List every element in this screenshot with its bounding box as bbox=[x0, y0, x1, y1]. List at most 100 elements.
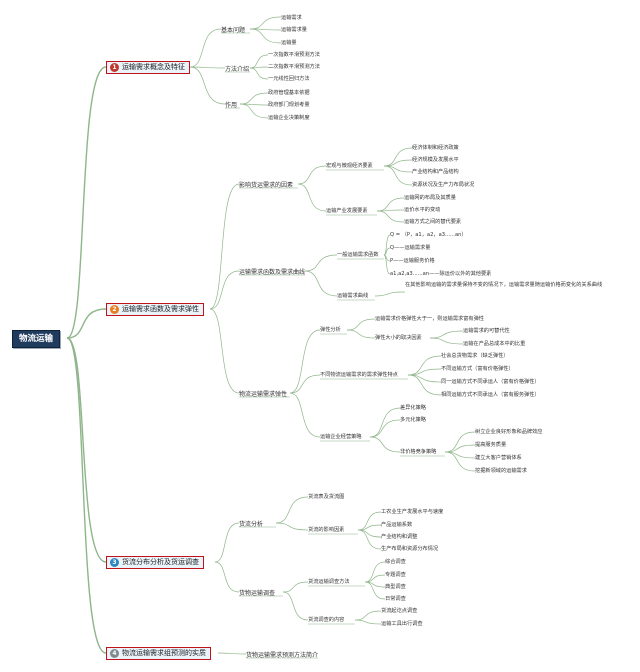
connector-line bbox=[297, 165, 327, 185]
topic-item[interactable]: 经济体制和经济政策 bbox=[412, 145, 459, 151]
topic-item[interactable]: 运价水平的变动 bbox=[404, 207, 441, 213]
topic-elasticity-factors[interactable]: 弹性大小的取决因素 bbox=[375, 335, 422, 341]
topic-item[interactable]: 日常调查 bbox=[385, 596, 406, 602]
topic-item[interactable]: 工农业生产发展水平与速度 bbox=[381, 509, 444, 515]
branch-3-label: 货流分布分析及货运调查 bbox=[122, 558, 199, 566]
topic-item[interactable]: Q = （P，a1，a2，a3......an） bbox=[390, 232, 467, 238]
topic-item[interactable]: 运输工具出行调查 bbox=[381, 621, 423, 627]
topic-item[interactable]: 提高服务质量 bbox=[475, 442, 507, 448]
connector-line bbox=[357, 511, 382, 531]
connector-line bbox=[376, 197, 405, 212]
connector-line bbox=[407, 374, 442, 383]
topic-macro-factors[interactable]: 宏观与微观经济要素 bbox=[326, 163, 373, 169]
connector-line bbox=[282, 591, 309, 621]
badge-number-icon: 2 bbox=[110, 305, 119, 314]
topic-item[interactable]: 专题调查 bbox=[385, 572, 406, 578]
topic-item[interactable]: 运输需求价格弹性大于一，则运输需求富有弹性 bbox=[375, 316, 484, 322]
badge-number-icon: 1 bbox=[110, 63, 119, 72]
topic-item[interactable]: 货流起讫点调查 bbox=[381, 608, 418, 614]
topic-flow-influence[interactable]: 货流的影响因素 bbox=[308, 527, 345, 533]
connector-line bbox=[289, 392, 321, 438]
topic-general-function[interactable]: 一般运输需求函数 bbox=[337, 252, 379, 258]
connector-line bbox=[214, 561, 240, 593]
topic-item[interactable]: 运输网的布局及其质量 bbox=[404, 195, 456, 201]
connector-line bbox=[374, 291, 406, 297]
topic-basic-problems[interactable]: 基本问题 bbox=[221, 27, 246, 34]
topic-item[interactable]: 二次指数平滑预测方法 bbox=[268, 64, 320, 70]
topic-item[interactable]: 不同运输方式（富有价格弹性） bbox=[441, 366, 514, 372]
topic-elasticity-analysis[interactable]: 弹性分析 bbox=[320, 327, 341, 333]
topic-item[interactable]: 综合调查 bbox=[385, 559, 406, 565]
topic-elasticity[interactable]: 物流运输需求弹性 bbox=[239, 391, 288, 398]
topic-item[interactable]: 资源状况及生产力布局状况 bbox=[412, 182, 475, 188]
topic-item[interactable]: 一元线性回归方法 bbox=[268, 76, 310, 82]
topic-curve-text[interactable]: 在其他影响运输的需求量保持不变的情况下，运输需求量随运输价格而变化的关系曲线 bbox=[405, 282, 603, 288]
connector-line bbox=[346, 329, 376, 339]
connector-line bbox=[407, 355, 442, 376]
topic-item[interactable]: 典型调查 bbox=[385, 584, 406, 590]
connector-line bbox=[383, 165, 413, 186]
topic-nonprice-strategy[interactable]: 非价格竞争策略 bbox=[400, 449, 437, 455]
topic-item[interactable]: 产品运输系数 bbox=[381, 522, 413, 528]
topic-flow-analysis[interactable]: 货流分析 bbox=[239, 521, 264, 528]
topic-freight-survey[interactable]: 货物运输调查 bbox=[239, 590, 276, 597]
topic-item[interactable]: P——运输服务价格 bbox=[390, 258, 435, 264]
topic-item[interactable]: a1,a2,a3......an——除运价以外的其他要素 bbox=[390, 271, 492, 277]
topic-forecast-methods[interactable]: 货物运输需求预测方法简介 bbox=[246, 652, 319, 659]
connector-line bbox=[304, 270, 338, 297]
topic-item[interactable]: 一次指数平滑预测方法 bbox=[268, 52, 320, 58]
connector-line bbox=[189, 28, 222, 68]
topic-item[interactable]: 社会总货物需求（缺乏弹性） bbox=[441, 353, 509, 359]
branch-4-label: 物流运输需求组预测的实质 bbox=[122, 649, 206, 657]
connector-line bbox=[407, 374, 442, 396]
connector-line bbox=[249, 16, 282, 30]
topic-factors[interactable]: 影响货运需求的因素 bbox=[239, 182, 294, 189]
topic-item[interactable]: 多元化策略 bbox=[400, 417, 426, 423]
branch-2-node[interactable]: 2 运输需求函数及需求弹性 bbox=[106, 303, 204, 316]
topic-demand-curve[interactable]: 运输需求曲线 bbox=[337, 293, 369, 299]
topic-item[interactable]: 挖掘新领域的运输需求 bbox=[475, 468, 527, 474]
topic-survey-content[interactable]: 货流调查的内容 bbox=[308, 617, 345, 623]
branch-4-node[interactable]: 4 物流运输需求组预测的实质 bbox=[106, 647, 211, 660]
connector-line bbox=[429, 337, 464, 345]
topic-item[interactable]: 产业结构和产品结构 bbox=[412, 169, 459, 175]
topic-item[interactable]: 产业结构和调整 bbox=[381, 534, 418, 540]
topic-item[interactable]: 建立大客户营销体系 bbox=[475, 455, 522, 461]
connector-line bbox=[282, 581, 309, 593]
connector-line bbox=[444, 431, 476, 453]
topic-item[interactable]: 经济规模及发展水平 bbox=[412, 157, 459, 163]
topic-item[interactable]: 相同运输方式不同承运人（富有服务弹性） bbox=[441, 392, 540, 398]
topic-item[interactable]: 运输需求的可替代性 bbox=[463, 328, 510, 334]
topic-methods[interactable]: 方法介绍 bbox=[225, 66, 250, 73]
topic-item[interactable]: 运输需求 bbox=[281, 15, 302, 21]
topic-item[interactable]: 同一运输方式不同承运人（富有价格弹性） bbox=[441, 379, 540, 385]
topic-elasticity-types[interactable]: 不同物流运输需求的需求弹性特点 bbox=[320, 372, 398, 378]
badge-number-icon: 3 bbox=[110, 558, 119, 567]
topic-item[interactable]: 运输在产品总成本中的比重 bbox=[463, 341, 526, 347]
connector-line bbox=[66, 337, 107, 563]
topic-demand-function[interactable]: 运输需求函数及需求曲线 bbox=[239, 269, 306, 276]
topic-item[interactable]: 运输量 bbox=[281, 40, 297, 46]
topic-item[interactable]: 生产布局和资源分布情况 bbox=[381, 546, 439, 552]
topic-item[interactable]: 运输需求量 bbox=[281, 27, 307, 33]
topic-role[interactable]: 作用 bbox=[225, 102, 238, 109]
topic-survey-methods[interactable]: 货流运输调查方法 bbox=[308, 579, 350, 585]
topic-item[interactable]: 运输方式之间的替代要素 bbox=[404, 219, 462, 225]
topic-item[interactable]: 政府管理基本依据 bbox=[268, 90, 310, 96]
topic-item[interactable]: 政府部门规划考量 bbox=[268, 102, 310, 108]
connector-line bbox=[444, 451, 476, 472]
connector-line bbox=[249, 28, 282, 44]
branch-3-node[interactable]: 3 货流分布分析及货运调查 bbox=[106, 556, 204, 569]
topic-item[interactable]: Q——运输需求量 bbox=[390, 245, 431, 251]
branch-1-label: 运输需求概念及特征 bbox=[122, 63, 185, 71]
branch-1-node[interactable]: 1 运输需求概念及特征 bbox=[106, 61, 190, 74]
topic-item[interactable]: 差异化策略 bbox=[400, 405, 426, 411]
root-node[interactable]: 物流运输 bbox=[12, 330, 61, 348]
topic-item[interactable]: 树立企业良好形象和品牌效应 bbox=[475, 429, 543, 435]
topic-business-strategy[interactable]: 运输企业经营策略 bbox=[320, 434, 362, 440]
connector-line bbox=[369, 407, 401, 438]
connector-line bbox=[429, 330, 464, 339]
topic-industry-factors[interactable]: 运输产业发展要素 bbox=[326, 208, 368, 214]
topic-item[interactable]: 运输企业决策制度 bbox=[268, 115, 310, 121]
topic-item[interactable]: 货流表及货流图 bbox=[308, 494, 345, 500]
